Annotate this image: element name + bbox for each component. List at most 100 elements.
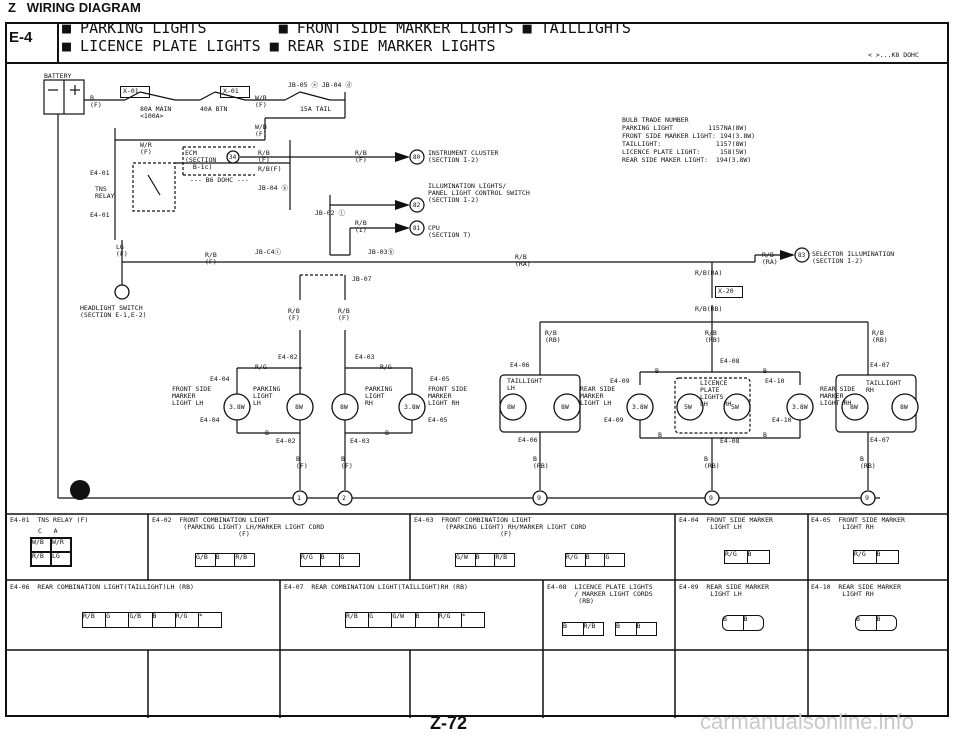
w5b: 5W (731, 403, 739, 411)
wire-b4: B (763, 367, 767, 375)
section-code-box: E-4 (7, 24, 59, 62)
ground-9: 9 (709, 494, 713, 502)
wire-rb-f3: R/B (F) (205, 251, 217, 266)
pin: R/G (854, 551, 877, 563)
e4-02b: E4-02 (276, 437, 296, 445)
bulb-row: TAILLIGHT: 1157(8W) (622, 140, 748, 148)
pin: R/B (235, 553, 248, 561)
e4-07b: E4-07 (870, 436, 890, 444)
pin: R/G (301, 554, 321, 566)
pin: B (616, 623, 637, 635)
page-number: Z-72 (430, 713, 468, 733)
pin: * (198, 612, 203, 620)
pin: B (747, 550, 752, 558)
battery-label: BATTERY (44, 72, 72, 80)
jb04-label: JB-04 ⓚ (258, 184, 288, 192)
bulb-row: LICENCE PLATE LIGHT: 158(5W) (622, 148, 748, 156)
rear-side-lh: REAR SIDE MARKER LIGHT LH (580, 385, 616, 407)
pin: G (369, 613, 393, 627)
conn-e4-04-title: E4-04 FRONT SIDE MARKER LIGHT LH (679, 516, 773, 531)
e4-09b: E4-09 (604, 416, 624, 424)
conn-e4-03-face: G/W B R/B (455, 553, 515, 567)
fuse-x20: X-20 (715, 286, 743, 298)
conn-e4-02-face2: R/G B G (300, 553, 360, 567)
pin: G (106, 613, 130, 627)
wire-wb-f: W/B (F) (255, 123, 267, 138)
pin: G/B (196, 554, 216, 566)
e4-07a: E4-07 (870, 361, 890, 369)
pin: G/B (129, 613, 153, 627)
rear-side-rh: REAR SIDE MARKER LIGHT RH (820, 385, 856, 407)
w8c: 8W (507, 403, 515, 411)
pin: B (153, 613, 176, 627)
e4-08b: E4-08 (720, 437, 740, 445)
w38c: 3.8W (632, 403, 648, 411)
title-divider (7, 62, 947, 64)
wire-rb-ra2: R/B (RA) (762, 251, 778, 266)
conn-e4-07-title: E4-07 REAR COMBINATION LIGHT(TAILLIGHT)R… (284, 583, 468, 591)
conn-e4-01-top: C A (38, 527, 58, 535)
w38d: 3.8W (792, 403, 808, 411)
pin: W/R (51, 538, 71, 552)
dest-selector: SELECTOR ILLUMINATION (SECTION I-2) (812, 250, 895, 265)
b6-dohc: --- B6 DOHC --- (190, 176, 249, 184)
pin: B (563, 623, 584, 635)
w38a: 3.8W (229, 403, 245, 411)
w5a: 5W (684, 403, 692, 411)
w8a: 8W (295, 403, 303, 411)
conn-e4-05-face: R/G B (853, 550, 899, 564)
parking-lh: PARKING LIGHT LH (253, 385, 281, 407)
pin: G (605, 553, 610, 561)
e4-03b: E4-03 (350, 437, 370, 445)
wire-b-f: B (F) (90, 94, 102, 109)
headlight-switch: HEADLIGHT SWITCH (SECTION E-1,E-2) (80, 304, 147, 319)
wire-rb-ra1: R/B (RA) (515, 253, 531, 268)
wire-rb-rb1: R/B (RB) (545, 329, 561, 344)
conn-e4-02-face: G/B B R/B (195, 553, 255, 567)
conn-e4-04-face: R/G B (724, 550, 770, 564)
wire-rb-f2: R/B(F) (258, 165, 282, 173)
wire-b-f-b: B (F) (341, 455, 353, 470)
pin: R/B (346, 613, 370, 627)
tns-relay: TNS RELAY (95, 185, 115, 200)
conn-e4-08-face: B R/B (562, 622, 604, 636)
e4-05b: E4-05 (428, 416, 448, 424)
wire-b-rb-c: B (RB) (860, 455, 876, 470)
conn-e4-08-face2: B B (615, 622, 657, 636)
ecm-num: 34 (229, 154, 237, 161)
bulb-row: FRONT SIDE MARKER LIGHT: 194(3.8W) (622, 132, 756, 140)
pin: W/B (31, 538, 51, 552)
dest-wire-81: R/B (I) (355, 219, 367, 234)
pin: B (636, 622, 641, 630)
conn-e4-09-face: B B (722, 615, 764, 631)
title-line2: ■ LICENCE PLATE LIGHTS ■ REAR SIDE MARKE… (62, 37, 496, 55)
conn-e4-09-title: E4-09 REAR SIDE MARKER LIGHT LH (679, 583, 770, 598)
e4-06a: E4-06 (510, 361, 530, 369)
dest-wire-80: R/B (F) (355, 149, 367, 164)
wire-b6: B (763, 431, 767, 439)
wire-rb-ra3: R/B(RA) (695, 269, 723, 277)
w8b: 8W (340, 403, 348, 411)
e4-01-b: E4-01 (90, 211, 110, 219)
e4-10b: E4-10 (772, 416, 792, 424)
pin: B (876, 615, 881, 623)
taillight-rh: TAILLIGHT RH (866, 379, 902, 394)
pin: R/G (176, 613, 199, 627)
dest-illumination: ILLUMINATION LIGHTS/ PANEL LIGHT CONTROL… (428, 182, 530, 204)
pin: B (743, 615, 748, 623)
conn-e4-10-face: B B (855, 615, 897, 631)
wire-rb-l: R/B (F) (288, 307, 300, 322)
e4-03a: E4-03 (355, 353, 375, 361)
pin: B (856, 616, 877, 630)
tail-fuse: 15A TAIL (300, 105, 332, 113)
dest-cpu: CPU (SECTION T) (428, 224, 472, 239)
pin: R/B (31, 552, 51, 566)
pin: G (340, 553, 345, 561)
pin: G/W (392, 613, 416, 627)
w8f: 8W (900, 403, 908, 411)
e4-05a: E4-05 (430, 375, 450, 383)
wire-b-rb-b: B (RB) (704, 455, 720, 470)
wire-rb-rb2: R/B (RB) (705, 329, 721, 344)
conn-e4-02-title: E4-02 FRONT COMBINATION LIGHT (PARKING L… (152, 516, 325, 538)
title-line1: ■ PARKING LIGHTS ■ FRONT SIDE MARKER LIG… (62, 19, 631, 37)
